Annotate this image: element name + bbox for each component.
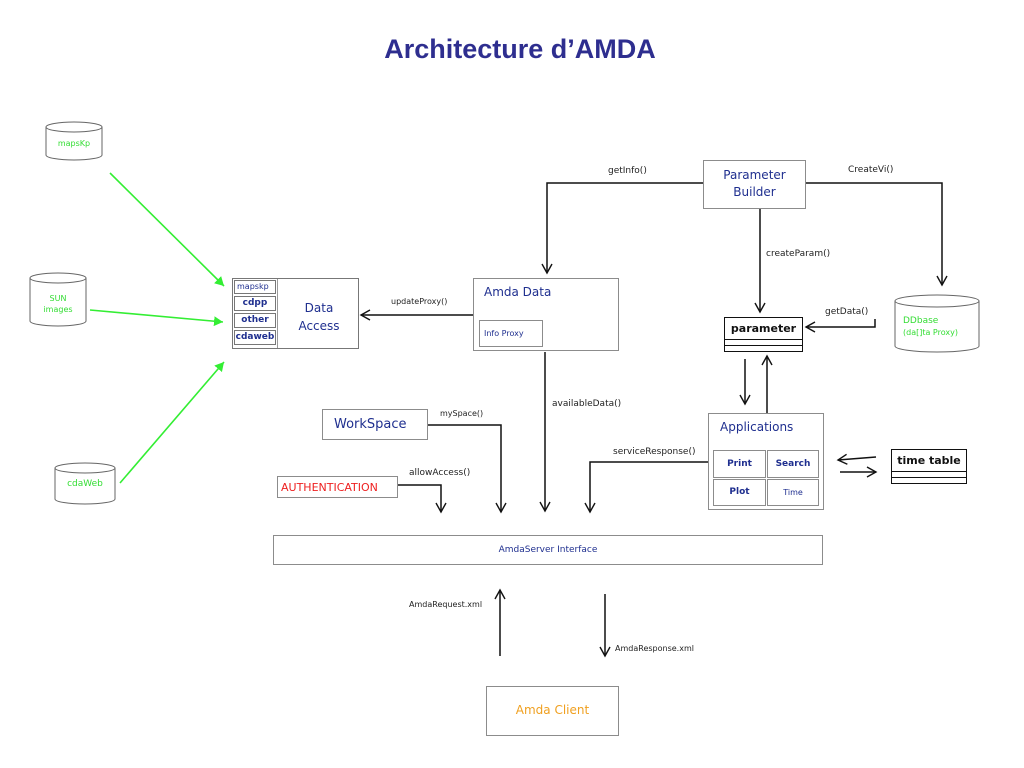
data-access-item-mapskp: mapskp xyxy=(234,280,276,294)
cdaweb-label: cdaWeb xyxy=(67,479,103,489)
parameter-builder-label: Parameter Builder xyxy=(704,167,805,201)
data-access-label: Data Access xyxy=(279,299,359,335)
myspace-arrow xyxy=(428,424,507,514)
applications-label: Applications xyxy=(720,420,794,434)
createparam-label: createParam() xyxy=(766,249,831,259)
mapskp-database-icon xyxy=(45,121,103,161)
ddbase-label: DDbase (da[]ta Proxy) xyxy=(903,316,958,338)
updateproxy-label: updateProxy() xyxy=(391,297,448,306)
ddbase-label-line2: (da[]ta Proxy) xyxy=(903,328,958,337)
allowaccess-arrow xyxy=(398,484,447,514)
data-access-label-line1: Data xyxy=(304,301,334,315)
workspace-box: WorkSpace xyxy=(322,409,428,440)
mapskp-label: mapsKp xyxy=(57,139,91,148)
sun-arrow xyxy=(89,309,224,327)
cdaweb-arrow xyxy=(119,361,225,484)
createvi-arrow xyxy=(806,182,948,287)
cdaweb-database-icon xyxy=(54,462,116,505)
sun-images-label: SUN images xyxy=(28,293,88,315)
amda-data-label: Amda Data xyxy=(484,285,552,299)
serviceresponse-arrow xyxy=(584,461,708,514)
createvi-label: CreateVi() xyxy=(848,165,894,175)
data-access-item-cdpp: cdpp xyxy=(234,296,276,311)
plot-box: Plot xyxy=(713,479,766,506)
amda-data-box: Amda Data Info Proxy xyxy=(473,278,619,351)
response-label: AmdaResponse.xml xyxy=(615,644,694,653)
sun-label-line2: images xyxy=(43,305,73,314)
parameter-builder-line1: Parameter xyxy=(723,168,786,182)
allowaccess-label: allowAccess() xyxy=(409,468,471,478)
timetable-left-arrow xyxy=(836,453,877,465)
getinfo-arrow xyxy=(541,182,703,275)
ddbase-label-line1: DDbase xyxy=(903,316,939,326)
data-access-divider xyxy=(277,279,278,348)
getdata-arrow xyxy=(804,319,876,333)
availabledata-label: availableData() xyxy=(552,399,622,409)
workspace-label: WorkSpace xyxy=(334,417,407,432)
parameter-builder-line2: Builder xyxy=(733,185,776,199)
parameter-class-methods xyxy=(724,346,803,352)
search-box: Search xyxy=(767,450,819,478)
getinfo-label: getInfo() xyxy=(608,166,647,176)
page-title: Architecture d’AMDA xyxy=(384,34,656,64)
authentication-box: AUTHENTICATION xyxy=(277,476,398,498)
time-table-class-box: time table xyxy=(891,449,967,484)
data-access-item-cdaweb: cdaweb xyxy=(234,330,276,345)
data-access-label-line2: Access xyxy=(298,319,340,333)
ddbase-database-icon xyxy=(894,294,980,353)
time-table-class-methods xyxy=(891,478,967,484)
data-access-item-other: other xyxy=(234,313,276,328)
parameter-class-attributes xyxy=(724,340,803,346)
sun-label-line1: SUN xyxy=(49,294,67,303)
info-proxy-box: Info Proxy xyxy=(479,320,543,347)
getdata-label: getData() xyxy=(825,307,869,317)
request-label: AmdaRequest.xml xyxy=(409,600,483,609)
print-box: Print xyxy=(713,450,766,478)
time-box: Time xyxy=(767,479,819,506)
parameter-builder-box: Parameter Builder xyxy=(703,160,806,209)
parameter-class-box: parameter xyxy=(724,317,803,352)
time-table-class-attributes xyxy=(891,472,967,478)
parameter-class-name: parameter xyxy=(724,317,803,340)
amda-client-label: Amda Client xyxy=(515,703,590,717)
amda-client-box: Amda Client xyxy=(486,686,619,736)
time-table-class-name: time table xyxy=(891,449,967,472)
sun-images-database-icon xyxy=(29,272,87,327)
data-access-box: mapskp cdpp other cdaweb Data Access xyxy=(232,278,359,349)
data-access-list: mapskp cdpp other cdaweb xyxy=(234,280,276,345)
serviceresponse-label: serviceResponse() xyxy=(613,447,696,457)
server-interface-label: AmdaServer Interface xyxy=(498,545,598,555)
authentication-label: AUTHENTICATION xyxy=(281,481,378,494)
mapskp-arrow xyxy=(109,172,225,287)
myspace-label: mySpace() xyxy=(440,409,484,418)
server-interface-box: AmdaServer Interface xyxy=(273,535,823,565)
applications-box: Applications Print Search Plot Time xyxy=(708,413,824,510)
